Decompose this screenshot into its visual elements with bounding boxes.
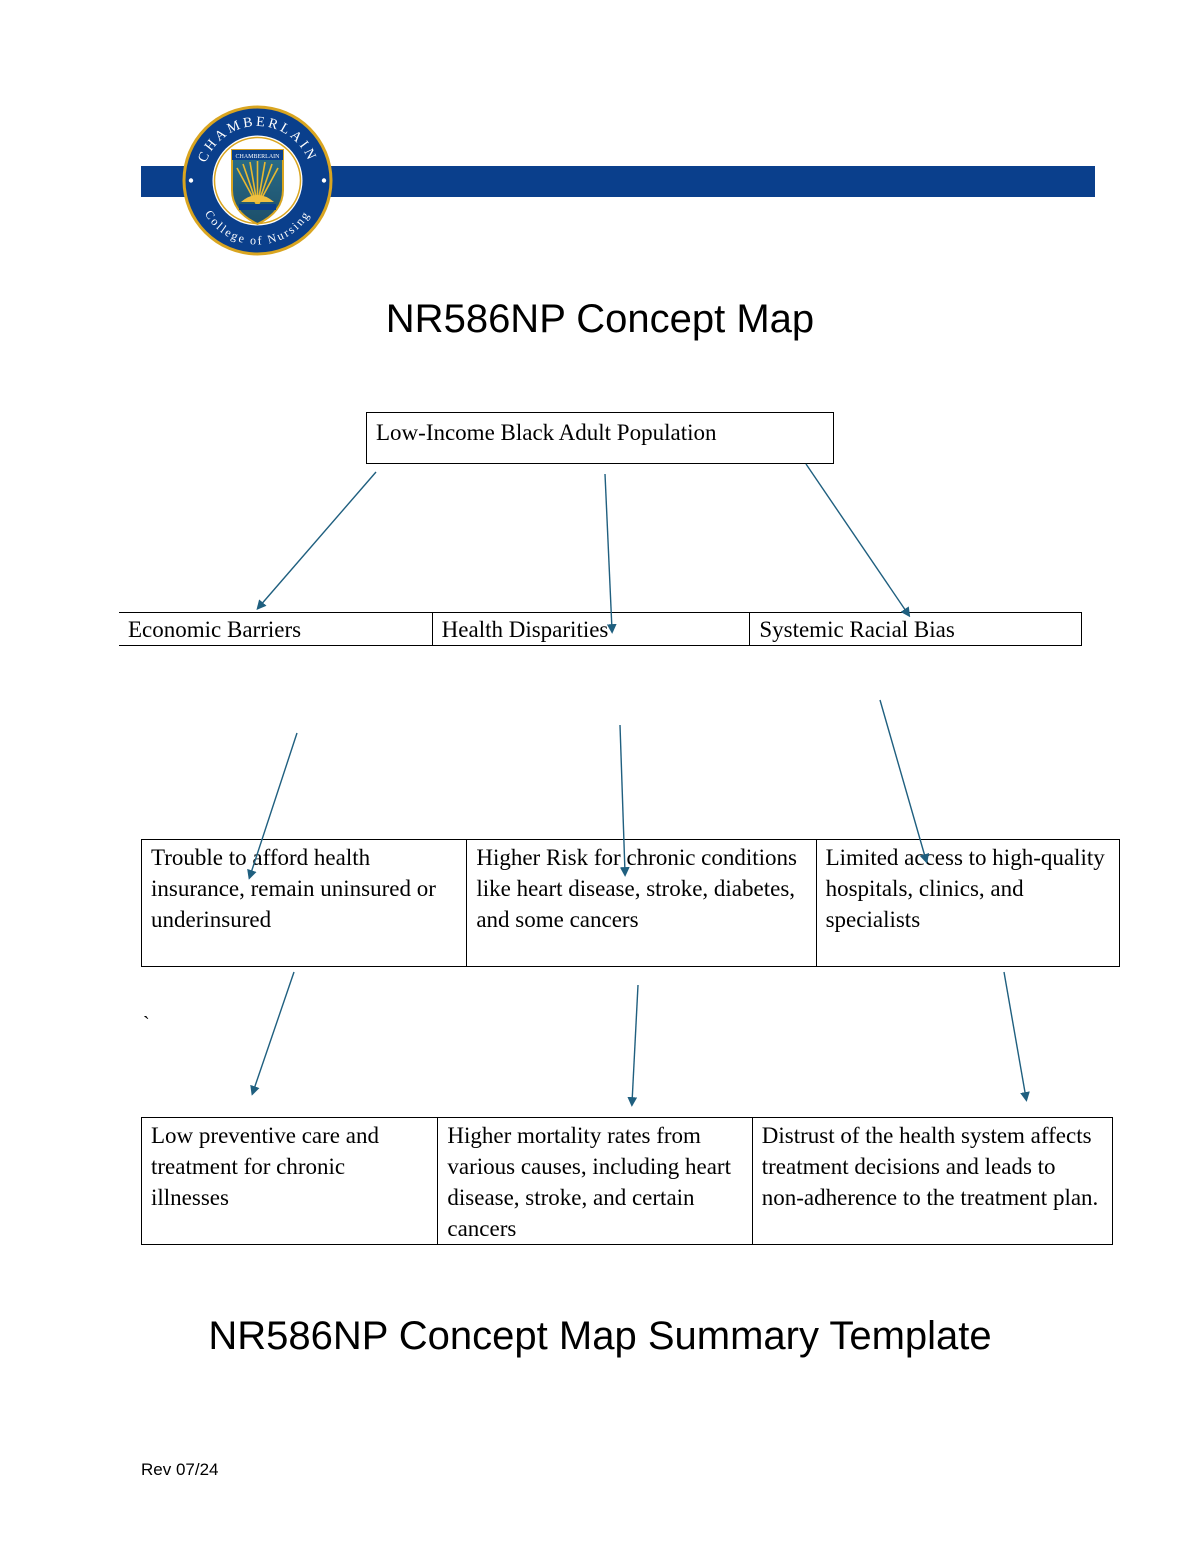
arrow-insurance-to-preventive [250, 971, 295, 1096]
summary-title: NR586NP Concept Map Summary Template [208, 1314, 992, 1358]
arrow-root-to-economic [256, 471, 377, 610]
level1-economic-barriers: Economic Barriers [119, 613, 433, 645]
level3-row: Low preventive care and treatment for ch… [141, 1117, 1113, 1245]
level2-limited-access: Limited access to high-quality hospitals… [825, 845, 1105, 932]
level3-mortality: Higher mortality rates from various caus… [438, 1118, 753, 1244]
revision-footer: Rev 07/24 [141, 1460, 219, 1479]
seal-svg: CHAMBERLAIN College of Nursing CHAMBERLA… [182, 105, 333, 256]
page-title: NR586NP Concept Map [385, 297, 815, 341]
root-concept-box: Low-Income Black Adult Population [366, 412, 834, 464]
level1-systemic-racial-bias: Systemic Racial Bias [759, 617, 955, 642]
level2-row: Trouble to afford health insurance, rema… [141, 839, 1120, 967]
stray-mark: ` [143, 1013, 150, 1035]
arrow-root-to-health [604, 473, 617, 634]
arrow-access-to-distrust [1003, 971, 1030, 1102]
arrow-root-to-racial [805, 463, 911, 618]
arrow-risk-to-mortality [627, 984, 639, 1107]
level3-distrust: Distrust of the health system affects tr… [761, 1123, 1099, 1210]
arrow-racial-to-access [879, 699, 930, 864]
college-seal-logo: CHAMBERLAIN College of Nursing CHAMBERLA… [181, 104, 334, 257]
level1-health-disparities: Health Disparities [433, 613, 751, 645]
level2-chronic-risk: Higher Risk for chronic conditions like … [467, 840, 817, 966]
level3-preventive-care: Low preventive care and treatment for ch… [142, 1118, 439, 1244]
level1-row: Economic Barriers Health Disparities Sys… [119, 612, 1082, 646]
level2-insurance: Trouble to afford health insurance, rema… [142, 840, 468, 966]
svg-text:CHAMBERLAIN: CHAMBERLAIN [235, 154, 280, 160]
